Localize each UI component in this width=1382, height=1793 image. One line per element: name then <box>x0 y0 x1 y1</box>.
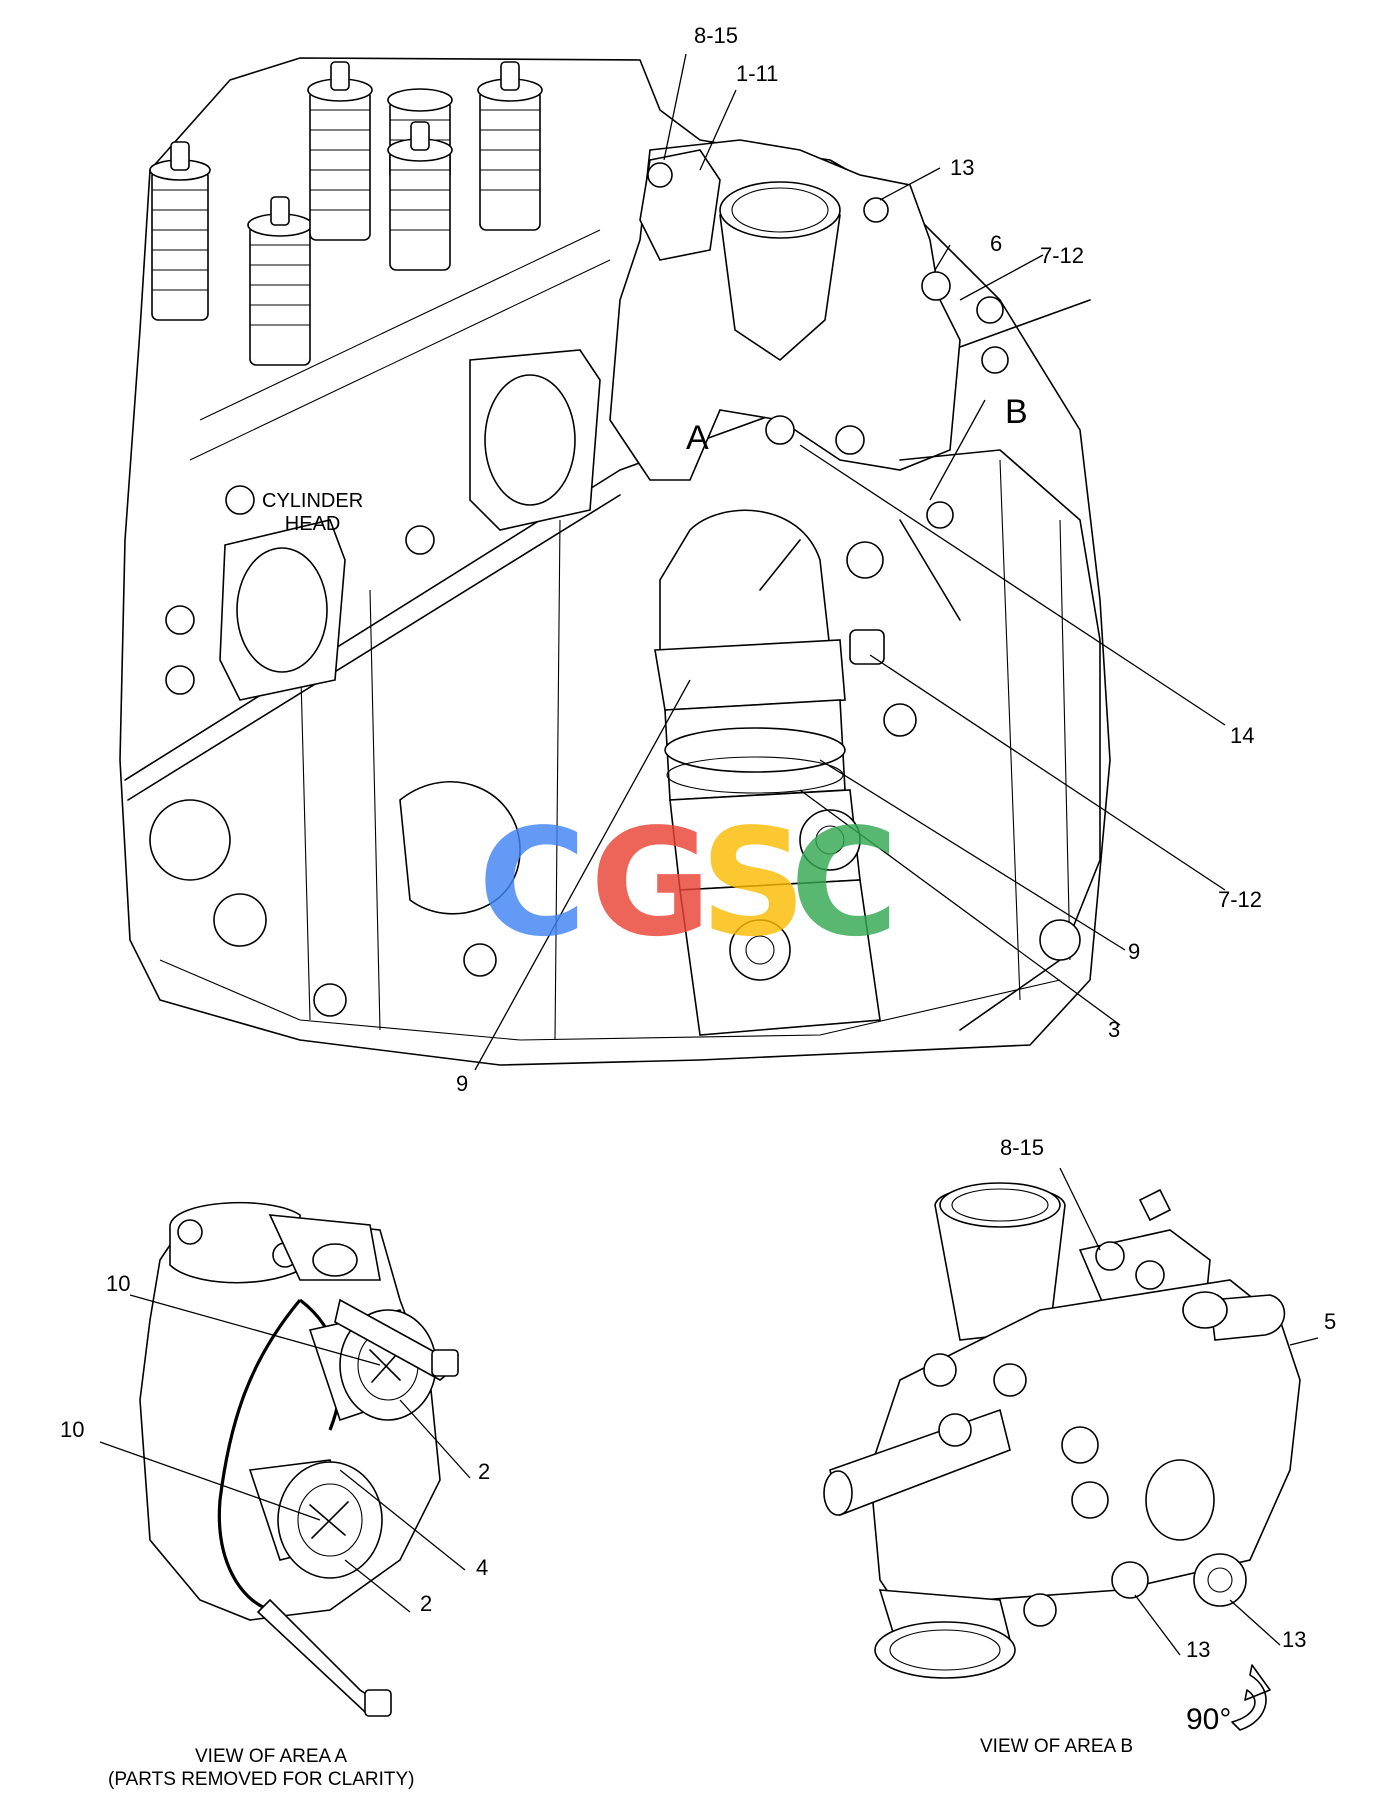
rotation-label: 90° <box>1186 1703 1232 1736</box>
view-area-b-illustration <box>823 1182 1301 1679</box>
hose-elbow <box>654 509 961 1036</box>
callout-9-left: 9 <box>456 1071 469 1096</box>
valve-springs <box>149 61 543 366</box>
callout-13-main: 13 <box>950 155 975 180</box>
main-leader-lines <box>474 53 1226 1071</box>
callout-10-upper: 10 <box>106 1271 131 1296</box>
callout-2-lower: 2 <box>420 1591 433 1616</box>
callout-13-right-view-b: 13 <box>1282 1627 1307 1652</box>
callout-14: 14 <box>1230 723 1255 748</box>
port-gaskets <box>165 349 601 701</box>
callout-9-right: 9 <box>1128 939 1141 964</box>
watermark-letter-c2: C <box>790 797 899 969</box>
view-a-caption-line2: (PARTS REMOVED FOR CLARITY) <box>108 1769 415 1790</box>
view-a-leader-lines <box>99 1294 471 1613</box>
callout-13-left-view-b: 13 <box>1186 1637 1211 1662</box>
area-a-marker: A <box>686 419 709 457</box>
water-outlet-housing <box>609 139 1009 529</box>
area-b-marker: B <box>1005 393 1028 431</box>
cylinder-head-label: CYLINDER HEAD <box>262 490 364 535</box>
callout-6: 6 <box>990 231 1003 256</box>
callout-7-12-bottom: 7-12 <box>1218 887 1263 912</box>
view-b-caption: VIEW OF AREA B <box>980 1736 1134 1757</box>
view-a-caption-line1: VIEW OF AREA A <box>195 1746 348 1767</box>
callout-7-12-top: 7-12 <box>1040 243 1085 268</box>
callout-5: 5 <box>1324 1309 1337 1334</box>
callout-3: 3 <box>1108 1017 1121 1042</box>
callout-2-upper: 2 <box>478 1459 491 1484</box>
view-area-a-illustration <box>139 1201 459 1717</box>
rotation-arrow-icon <box>1231 1664 1271 1731</box>
callout-10-lower: 10 <box>60 1417 85 1442</box>
view-b-leader-lines <box>1059 1167 1319 1656</box>
callout-8-15-view-b: 8-15 <box>1000 1135 1045 1160</box>
watermark-letter-s: S <box>700 797 807 969</box>
watermark-letter-g: G <box>590 797 712 969</box>
callout-8-15-main: 8-15 <box>694 23 739 48</box>
callout-1-11: 1-11 <box>736 61 779 86</box>
callout-4: 4 <box>476 1555 489 1580</box>
watermark-letter-c1: C <box>478 797 587 969</box>
front-cover <box>149 449 1101 1031</box>
